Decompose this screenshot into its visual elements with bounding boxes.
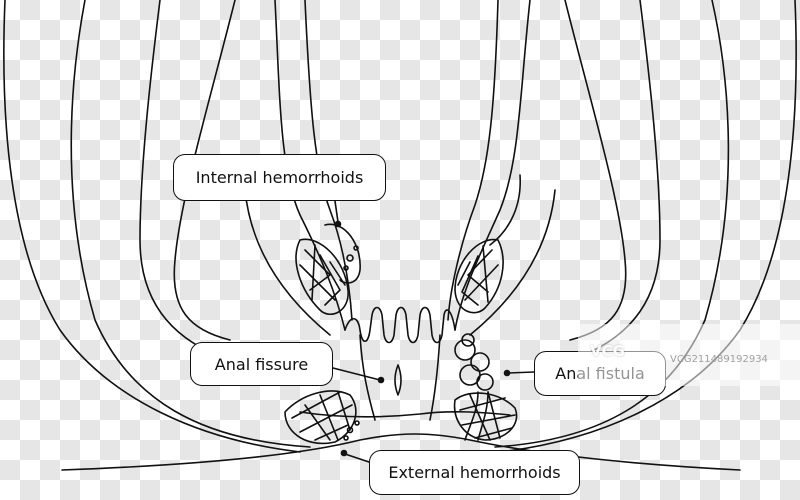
internal-hemorrhoid-left	[295, 223, 361, 315]
label-fissure-text: Anal fissure	[214, 354, 309, 374]
leader-lines	[332, 200, 535, 463]
label-external-text: External hemorrhoids	[388, 463, 561, 482]
label-external-hemorrhoids: External hemorrhoids	[369, 450, 580, 495]
dentate-folds	[344, 306, 456, 344]
label-internal-hemorrhoids: Internal hemorrhoids	[173, 154, 386, 201]
label-anal-fistula: Anal fistula	[534, 351, 666, 396]
external-hemorrhoid-left	[284, 390, 360, 445]
internal-hemorrhoid-right	[454, 238, 504, 314]
external-hemorrhoid-right	[453, 391, 518, 441]
label-internal-text: Internal hemorrhoids	[195, 168, 364, 187]
anal-canal	[61, 334, 741, 471]
label-anal-fissure: Anal fissure	[190, 342, 333, 386]
label-fistula-text: Anal fistula	[555, 364, 645, 383]
anal-fistula-mass	[454, 333, 494, 441]
anal-fissure-mark	[394, 364, 402, 396]
